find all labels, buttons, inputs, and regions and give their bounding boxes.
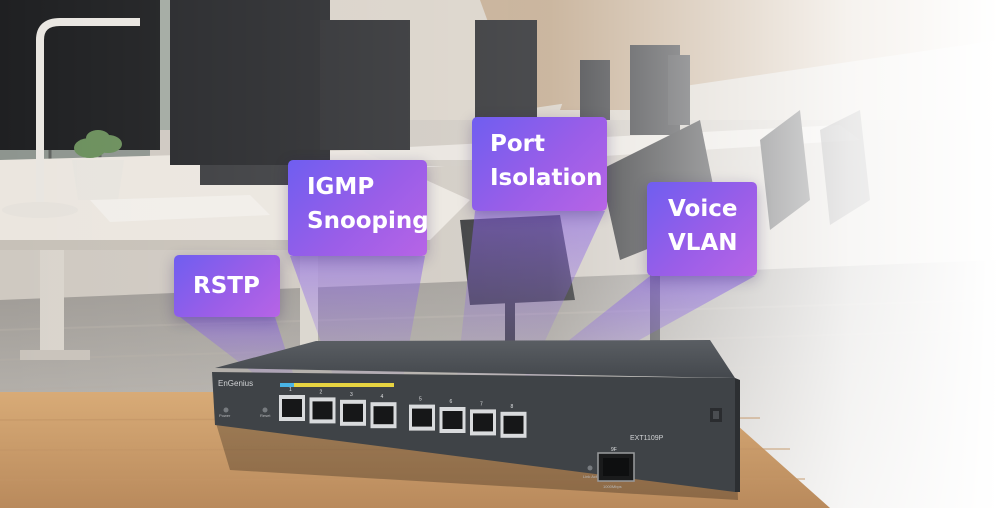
switch-brand-label: EnGenius bbox=[218, 379, 253, 388]
rj45-port-socket bbox=[312, 401, 333, 420]
port-number-label: 6 bbox=[450, 399, 453, 405]
rj45-port-socket bbox=[343, 403, 363, 422]
feature-label-line: Port bbox=[490, 131, 545, 157]
rj45-port-socket bbox=[442, 411, 463, 429]
network-switch bbox=[212, 340, 740, 492]
rj45-port-socket bbox=[503, 415, 524, 434]
feature-label-line: Snooping bbox=[307, 208, 429, 234]
port-number-label: 5 bbox=[419, 397, 422, 403]
feature-label-voice-vlan: Voice VLAN bbox=[647, 182, 757, 276]
link-led-label: Link Act bbox=[583, 474, 598, 479]
reset-label: Reset bbox=[260, 413, 271, 418]
sfp-port-label: 9F bbox=[611, 447, 617, 453]
rj45-port-socket bbox=[373, 406, 394, 425]
port-number-label: 1 bbox=[289, 387, 292, 393]
feature-label-line: RSTP bbox=[193, 273, 260, 299]
rj45-port-socket bbox=[412, 408, 432, 427]
feature-label-rstp: RSTP bbox=[174, 255, 280, 317]
port-number-label: 2 bbox=[320, 389, 323, 395]
feature-label-igmp-snooping: IGMP Snooping bbox=[288, 160, 429, 256]
feature-label-line: Voice bbox=[668, 196, 738, 222]
power-led-label: Power bbox=[219, 413, 231, 418]
port-number-label: 3 bbox=[350, 392, 353, 398]
feature-label-line: IGMP bbox=[307, 174, 375, 200]
rj45-port-socket bbox=[282, 399, 302, 417]
switch-model-label: EXT1109P bbox=[630, 435, 664, 442]
feature-label-port-isolation: Port Isolation bbox=[472, 117, 607, 211]
port-number-label: 4 bbox=[381, 394, 384, 400]
feature-label-line: Isolation bbox=[490, 165, 603, 191]
port-number-label: 8 bbox=[511, 404, 514, 410]
feature-label-line: VLAN bbox=[668, 230, 738, 256]
rj45-port-socket bbox=[473, 413, 493, 432]
port-number-label: 7 bbox=[480, 401, 483, 407]
sfp-speed-label: 1000Mbps bbox=[603, 484, 622, 489]
